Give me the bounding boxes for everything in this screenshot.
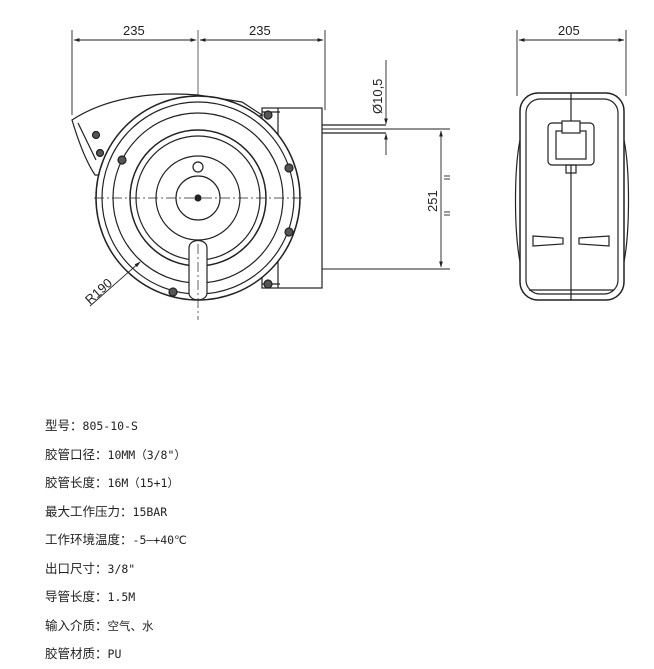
spec-label: 导管长度： [45,589,108,604]
dim-height: 251 [425,190,440,212]
dim-width-right: 235 [249,23,271,38]
dim-radius: R190 [82,275,115,307]
spec-list: 型号：805-10-S 胶管口径：10MM（3/8"） 胶管长度：16M（15+… [45,412,187,669]
spec-row-outlet-size: 出口尺寸：3/8" [45,555,187,584]
spec-value: 空气、水 [107,618,154,633]
spec-value: -5—+40℃ [132,533,187,547]
spec-value: PU [107,647,122,661]
spec-row-medium: 输入介质：空气、水 [45,612,187,641]
spec-label: 胶管材质： [45,646,108,661]
spec-value: 1.5M [107,590,136,604]
spec-label: 最大工作压力： [45,503,133,519]
spec-row-max-pressure: 最大工作压力：15BAR [45,498,187,527]
spec-value: 10MM（3/8"） [107,447,186,462]
spec-label: 胶管口径： [45,446,108,462]
spec-label: 工作环境温度： [45,532,133,547]
spec-value: 805-10-S [82,419,138,433]
spec-value: 3/8" [107,561,136,576]
spec-row-hose-material: 胶管材质：PU [45,640,187,669]
front-view [71,30,386,320]
spec-value: 16M（15+1） [107,476,179,490]
spec-label: 胶管长度： [45,475,108,490]
dim-width-left: 235 [123,23,145,38]
spec-label: 型号： [45,418,83,433]
spec-row-lead-length: 导管长度：1.5M [45,583,187,612]
side-view [514,92,630,301]
dim-depth: 205 [558,23,580,38]
dim-hose-diameter: Ø10,5 [370,79,385,114]
spec-label: 输入介质： [45,617,108,633]
spec-row-hose-bore: 胶管口径：10MM（3/8"） [45,441,187,470]
spec-row-hose-length: 胶管长度：16M（15+1） [45,469,187,498]
spec-row-model: 型号：805-10-S [45,412,187,441]
technical-drawing: 235 235 Ø10,5 251 R190 205 [71,23,630,320]
spec-row-temperature: 工作环境温度：-5—+40℃ [45,526,187,555]
spec-value: 15BAR [132,504,168,519]
side-casing [519,92,625,301]
spec-label: 出口尺寸： [45,560,108,576]
